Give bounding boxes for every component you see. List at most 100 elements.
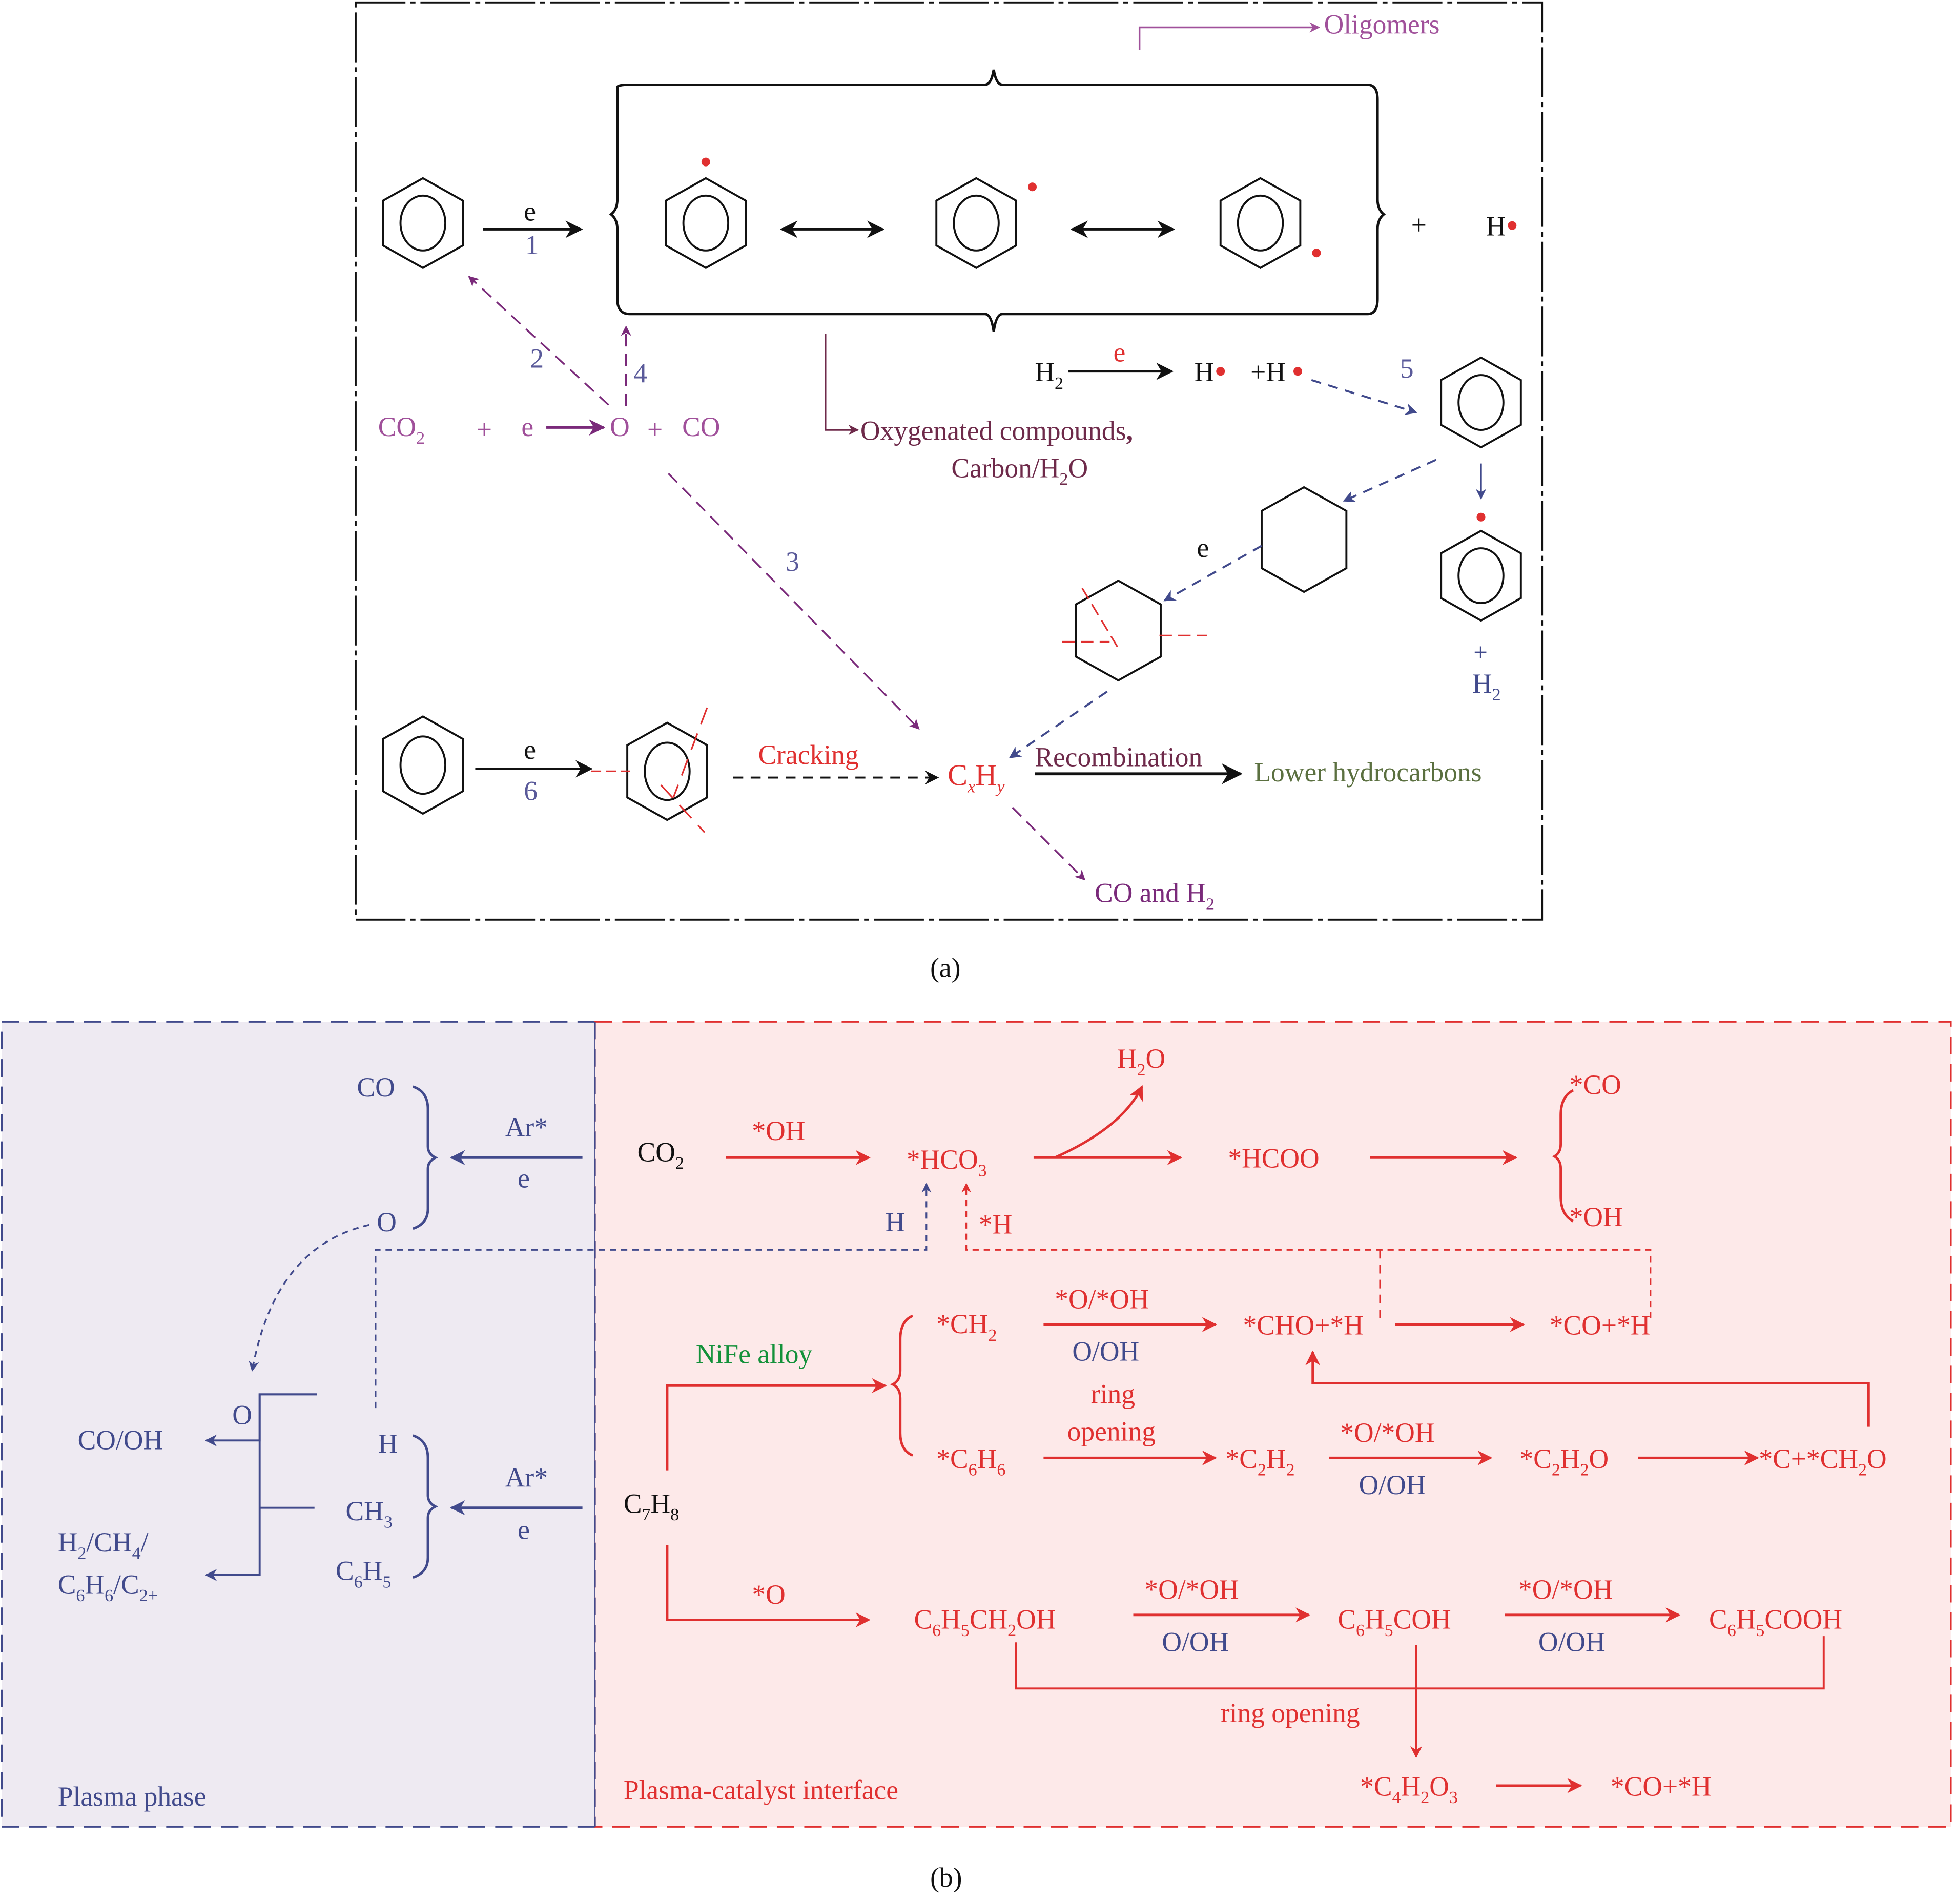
hydrocarbon-products-line1: H2/CH4/	[58, 1527, 149, 1563]
benzoic-acid: C6H5COOH	[1709, 1604, 1842, 1641]
o-oh-label-2: O/OH	[1359, 1470, 1426, 1500]
plasma-brace-bottom	[412, 1434, 439, 1579]
co-product: CO	[682, 411, 720, 442]
co-and-h2-label: CO and H2	[1095, 878, 1215, 914]
radical-dot-icon	[1476, 512, 1486, 522]
ar-excited-bottom: Ar*	[505, 1462, 548, 1493]
o-oh-label-1: O/OH	[1072, 1336, 1139, 1367]
h2-byproduct-plus: +	[1473, 638, 1487, 666]
oxygenated-arrow	[825, 334, 859, 436]
step-4-label: 4	[633, 358, 647, 389]
o-oh-star-label-2: *O/*OH	[1340, 1417, 1434, 1448]
plasma-h: H	[378, 1429, 398, 1459]
cyclohexane-cracking-arrow	[1163, 545, 1262, 602]
panel-a-frame	[355, 1, 1544, 921]
c-ch2o-product: *C+*CH2O	[1759, 1443, 1886, 1480]
oligomers-arrow	[1138, 22, 1320, 50]
panel-b-caption: (b)	[930, 1862, 962, 1893]
c2h2-intermediate: *C2H2	[1225, 1443, 1294, 1480]
benzyl-alcohol: C6H5CH2OH	[914, 1604, 1056, 1641]
o-migration-arrow	[249, 1224, 370, 1372]
carbon-water-label: Carbon/H2O	[951, 452, 1088, 489]
o-oh-label-3: O/OH	[1162, 1626, 1229, 1657]
o-oh-star-label-1: *O/*OH	[1055, 1284, 1149, 1315]
panel-b: CO O Ar* e O CO/OH H2/CH4/ C6H6/C2+ H CH…	[1, 1021, 1952, 1893]
h2-dissociation-electron: e	[1114, 337, 1126, 367]
o-oh-label-4: O/OH	[1538, 1626, 1606, 1657]
water-release-arrow	[1054, 1085, 1143, 1159]
ch2-intermediate: *CH2	[936, 1309, 997, 1345]
reaction-1-electron: e	[524, 196, 536, 226]
water-product: H2O	[1117, 1043, 1165, 1080]
ch2o-to-cho-loop-arrow	[1305, 1350, 1870, 1427]
h-migration-dashed-arrow	[375, 1183, 932, 1409]
cyclohexane-ring	[1261, 486, 1348, 593]
ar-excited-top: Ar*	[505, 1112, 548, 1143]
nife-arrow	[666, 1378, 887, 1471]
o-oh-star-label-3: *O/*OH	[1144, 1574, 1239, 1605]
plasma-phase-title: Plasma phase	[58, 1781, 207, 1812]
reaction-6-electron: e	[524, 734, 536, 765]
plasma-ch3: CH3	[346, 1496, 393, 1532]
plus-sign: +	[1411, 210, 1427, 240]
step-5-label: 5	[1400, 353, 1414, 384]
h-star-dashed-arrow	[961, 1183, 1652, 1318]
plasma-catalyst-interface-region	[594, 1021, 1952, 1828]
benzene-reactant-6	[382, 715, 464, 815]
step-3-arrow	[668, 472, 920, 730]
reaction-1-step: 1	[525, 230, 539, 260]
phenyl-radical-product	[1440, 529, 1522, 622]
radical-dot-icon	[1293, 367, 1303, 376]
cho-h-intermediate: *CHO+*H	[1243, 1310, 1364, 1341]
plasma-brace-top	[412, 1085, 439, 1230]
nife-alloy-label: NiFe alloy	[696, 1339, 813, 1370]
o-oh-star-label-4: *O/*OH	[1518, 1574, 1613, 1605]
oxygenated-compounds-label: Oxygenated compounds,	[860, 415, 1133, 446]
radical-dot-icon	[1216, 367, 1225, 376]
step-2-arrow	[468, 276, 609, 406]
lower-hydrocarbons-label: Lower hydrocarbons	[1254, 757, 1481, 788]
radical-dot-icon	[701, 157, 710, 167]
cracked-cyclohexane	[1062, 580, 1207, 682]
hcoo-intermediate: *HCOO	[1228, 1143, 1319, 1174]
co-h2-arrow	[1012, 806, 1086, 881]
c4h2o3-intermediate: *C4H2O3	[1360, 1771, 1458, 1807]
recombination-label: Recombination	[1035, 742, 1202, 773]
h2-reactant: H2	[1035, 357, 1063, 393]
toluene: C7H8	[624, 1488, 679, 1524]
plasma-o-mid: O	[232, 1400, 252, 1431]
hydrogenation-arrow	[1343, 459, 1437, 502]
o-atom: O	[610, 411, 630, 442]
o-star-label: *O	[752, 1579, 785, 1610]
benzene-reactant	[382, 177, 464, 270]
co2-electron: e	[521, 411, 533, 442]
interface-title: Plasma-catalyst interface	[624, 1775, 898, 1806]
radical-dot-icon	[1312, 249, 1321, 258]
cracking-label: Cracking	[758, 739, 858, 770]
h-blue-label: H	[886, 1207, 906, 1237]
co2-reactant: CO2	[378, 411, 425, 448]
co2-plus: +	[477, 414, 492, 445]
oh-star-label: *OH	[752, 1115, 805, 1146]
cracked-benzene	[591, 707, 708, 833]
ring-label: ring	[1091, 1378, 1135, 1409]
h-star-label: *H	[979, 1209, 1012, 1240]
cyclohexane-to-cxhy-arrow	[1009, 691, 1108, 759]
h2-byproduct: H2	[1472, 668, 1501, 705]
benzene-hydrogenation-target	[1440, 356, 1522, 449]
plasma-c6h5: C6H5	[336, 1556, 391, 1592]
o-star-arrow	[666, 1545, 871, 1628]
plasma-co: CO	[357, 1072, 395, 1103]
hco3-intermediate: *HCO3	[907, 1144, 987, 1181]
step-3-label: 3	[786, 546, 799, 577]
panel-a-caption: (a)	[930, 953, 960, 983]
c6h6-intermediate: *C6H6	[936, 1443, 1005, 1480]
co-plus: +	[647, 414, 663, 445]
oligomers-label: Oligomers	[1324, 9, 1440, 40]
h-radical: H	[1486, 211, 1506, 242]
co2-interface: CO2	[637, 1137, 684, 1173]
cyclohexane-electron: e	[1197, 532, 1209, 563]
electron-top: e	[518, 1163, 530, 1194]
co-h-product-2: *CO+*H	[1611, 1771, 1712, 1802]
